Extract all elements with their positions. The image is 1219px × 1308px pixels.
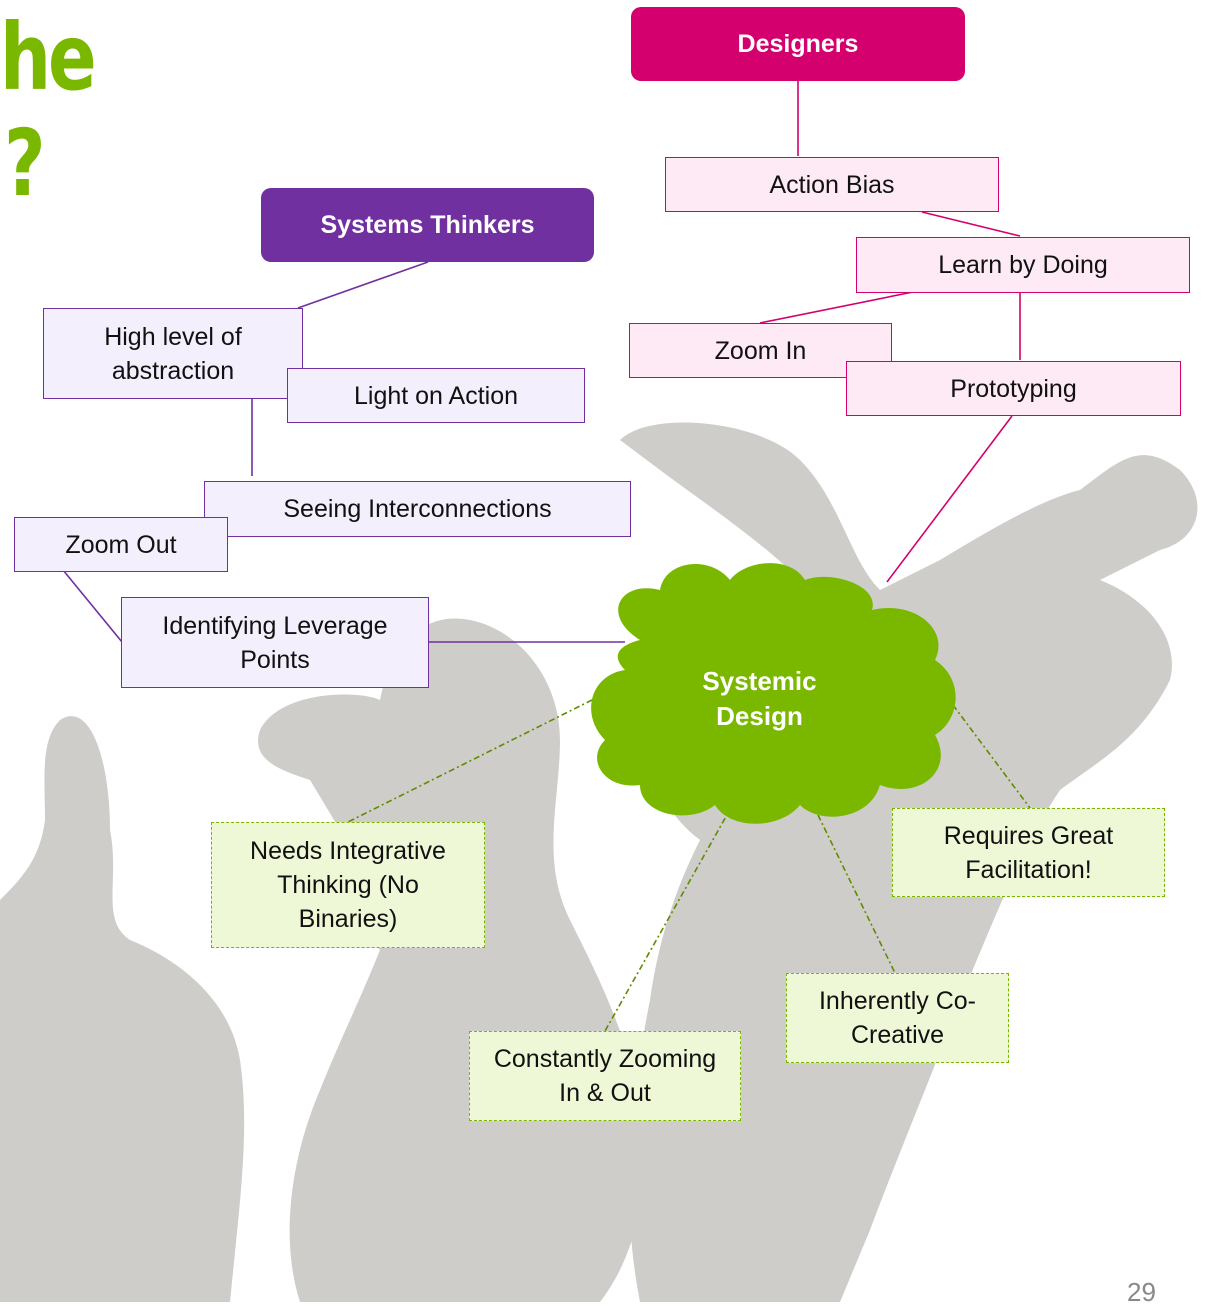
node-zoom-out: Zoom Out — [14, 517, 228, 572]
node-zoom-in: Zoom In — [629, 323, 892, 378]
trait-great-facilitation: Requires Great Facilitation! — [892, 808, 1165, 897]
node-action-bias: Action Bias — [665, 157, 999, 212]
node-high-level-of-abstraction: High level of abstraction — [43, 308, 303, 399]
node-identifying-leverage-points: Identifying Leverage Points — [121, 597, 429, 688]
trait-zooming-in-and-out: Constantly Zooming In & Out — [469, 1031, 741, 1121]
systemic-design-cloud — [591, 563, 956, 824]
node-light-on-action: Light on Action — [287, 368, 585, 423]
node-prototyping: Prototyping — [846, 361, 1181, 416]
center-label: Systemic Design — [702, 666, 817, 731]
slide-title-line-1: he — [0, 4, 97, 111]
node-seeing-interconnections: Seeing Interconnections — [204, 481, 631, 537]
node-learn-by-doing: Learn by Doing — [856, 237, 1190, 293]
designers-header: Designers — [631, 7, 965, 81]
page-number: 29 — [1127, 1277, 1156, 1307]
systems-thinkers-header: Systems Thinkers — [261, 188, 594, 262]
trait-co-creative: Inherently Co-Creative — [786, 973, 1009, 1063]
trait-integrative-thinking: Needs Integrative Thinking (No Binaries) — [211, 822, 485, 948]
slide-title-line-2: ? — [4, 110, 46, 217]
